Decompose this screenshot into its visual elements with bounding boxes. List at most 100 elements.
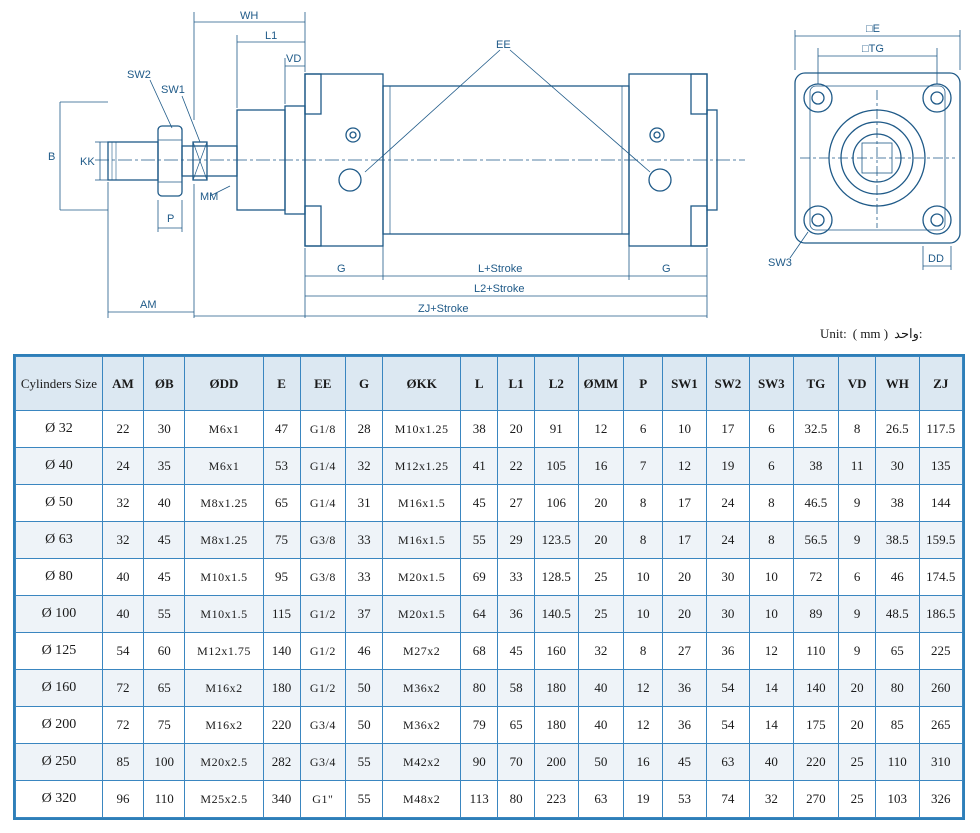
label-mm: MM	[200, 191, 218, 203]
table-cell: 20	[577, 521, 625, 559]
table-cell: G1/2	[299, 669, 347, 707]
table-cell: 65	[143, 669, 186, 707]
table-cell: 16	[623, 743, 664, 781]
table-cell: 19	[705, 447, 751, 485]
table-cell: 9	[838, 632, 877, 670]
table-cell: 223	[534, 780, 579, 818]
column-header: SW3	[749, 356, 794, 411]
table-cell: M12x1.25	[382, 447, 462, 485]
table-cell: M25x2.5	[184, 780, 264, 818]
table-cell: 12	[623, 706, 664, 744]
cylinder-size-cell: Ø 32	[15, 410, 103, 448]
table-cell: 310	[918, 743, 963, 781]
cylinder-size-cell: Ø 63	[15, 521, 103, 559]
table-cell: 20	[577, 484, 625, 522]
table-cell: 6	[749, 410, 794, 448]
table-cell: 340	[262, 780, 301, 818]
table-cell: 90	[460, 743, 499, 781]
table-cell: 175	[792, 706, 840, 744]
column-header: L	[460, 356, 499, 411]
table-cell: M16x2	[184, 669, 264, 707]
table-cell: 20	[497, 410, 536, 448]
table-cell: G1/4	[299, 447, 347, 485]
table-cell: 55	[143, 595, 186, 633]
table-cell: 38	[792, 447, 840, 485]
table-cell: 180	[262, 669, 301, 707]
table-cell: 10	[623, 595, 664, 633]
label-vd: VD	[286, 53, 301, 65]
table-cell: 225	[918, 632, 963, 670]
table-cell: M27x2	[382, 632, 462, 670]
table-cell: 22	[497, 447, 536, 485]
table-cell: M8x1.25	[184, 484, 264, 522]
table-cell: 16	[577, 447, 625, 485]
table-cell: 174.5	[918, 558, 963, 596]
table-cell: 24	[101, 447, 145, 485]
label-l-stroke: L+Stroke	[478, 263, 522, 275]
table-cell: 55	[345, 780, 384, 818]
table-cell: 40	[749, 743, 794, 781]
table-cell: 8	[623, 632, 664, 670]
column-header: SW2	[705, 356, 751, 411]
column-header: L1	[497, 356, 536, 411]
table-cell: 46.5	[792, 484, 840, 522]
label-g-left: G	[337, 263, 346, 275]
column-header: VD	[838, 356, 877, 411]
column-header: TG	[792, 356, 840, 411]
label-l1: L1	[265, 30, 277, 42]
table-cell: G3/8	[299, 558, 347, 596]
unit-value: ( mm )	[852, 326, 889, 341]
cylinder-size-cell: Ø 200	[15, 706, 103, 744]
label-b: B	[48, 151, 55, 163]
table-cell: 45	[460, 484, 499, 522]
table-cell: M16x1.5	[382, 484, 462, 522]
column-header: G	[345, 356, 384, 411]
table-cell: 36	[705, 632, 751, 670]
table-cell: 65	[262, 484, 301, 522]
label-sw1: SW1	[161, 84, 185, 96]
column-header: L2	[534, 356, 579, 411]
table-cell: G1/2	[299, 632, 347, 670]
table-cell: 48.5	[875, 595, 920, 633]
table-cell: 24	[705, 521, 751, 559]
table-cell: 55	[460, 521, 499, 559]
column-header: Cylinders Size	[15, 356, 103, 411]
table-cell: M8x1.25	[184, 521, 264, 559]
table-cell: 60	[143, 632, 186, 670]
column-header: ZJ	[918, 356, 963, 411]
table-cell: 38.5	[875, 521, 920, 559]
table-cell: 54	[705, 706, 751, 744]
table-cell: G3/4	[299, 706, 347, 744]
cylinder-drawing: WH L1 VD EE SW2 SW1 B KK MM P AM G L+Str…	[48, 10, 961, 318]
table-cell: M6x1	[184, 447, 264, 485]
cylinder-size-cell: Ø 320	[15, 780, 103, 818]
table-cell: 140	[262, 632, 301, 670]
table-cell: 31	[345, 484, 384, 522]
label-l2-stroke: L2+Stroke	[474, 283, 524, 295]
table-cell: 30	[705, 558, 751, 596]
table-cell: 128.5	[534, 558, 579, 596]
unit-line: Unit:( mm )واحد:	[820, 326, 929, 342]
table-cell: 10	[749, 558, 794, 596]
table-cell: 200	[534, 743, 579, 781]
table-cell: 8	[749, 521, 794, 559]
table-cell: 33	[345, 521, 384, 559]
label-g-right: G	[662, 263, 671, 275]
table-cell: 45	[662, 743, 707, 781]
table-cell: 159.5	[918, 521, 963, 559]
column-header: SW1	[662, 356, 707, 411]
table-cell: M12x1.75	[184, 632, 264, 670]
table-cell: 115	[262, 595, 301, 633]
table-cell: 25	[838, 743, 877, 781]
table-cell: 54	[705, 669, 751, 707]
label-e: □E	[866, 23, 880, 35]
table-cell: 30	[875, 447, 920, 485]
table-cell: 65	[875, 632, 920, 670]
table-cell: 160	[534, 632, 579, 670]
table-cell: 32	[101, 484, 145, 522]
